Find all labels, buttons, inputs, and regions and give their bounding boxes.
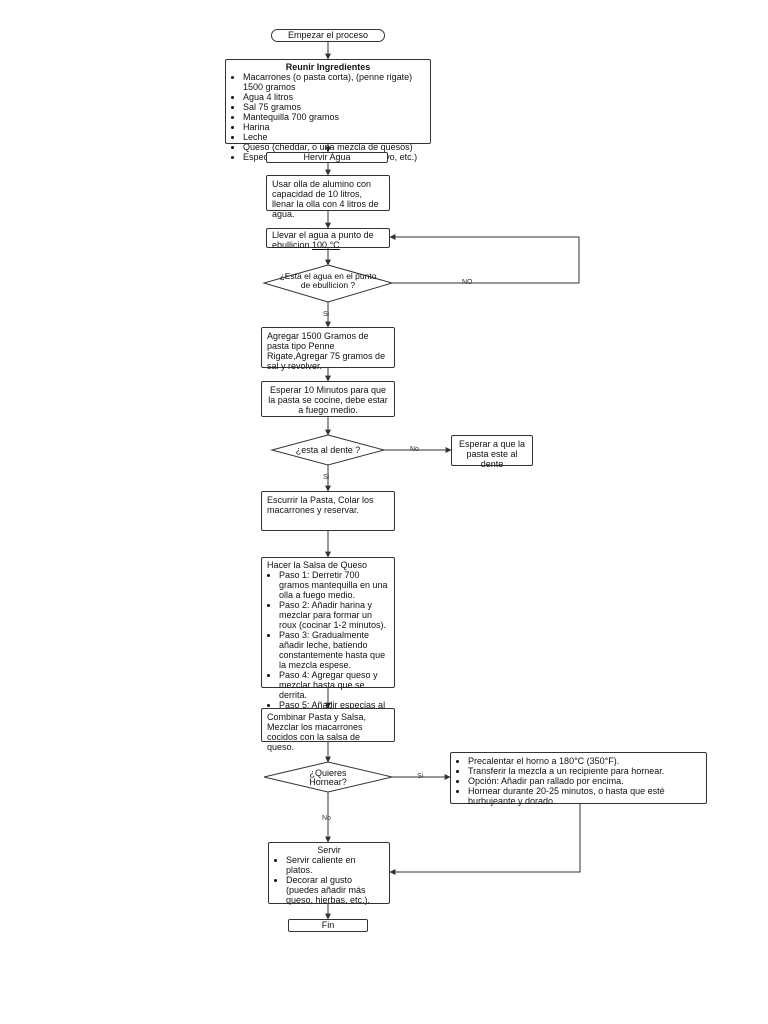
oven-steps-list: Precalentar el horno a 180°C (350°F). Tr…: [456, 756, 701, 806]
list-item: Macarrones (o pasta corta), (penne rigat…: [243, 72, 425, 92]
boil-water-box: Hervir Agua: [266, 152, 388, 163]
decision-diamond-dente: [270, 434, 386, 466]
list-item: Leche: [243, 132, 425, 142]
pot-box: Usar olla de alumino con capacidad de 10…: [266, 175, 390, 219]
list-item: Queso (cheddar, o una mezcla de quesos): [243, 142, 425, 152]
list-item: Hornear durante 20-25 minutos, o hasta q…: [468, 786, 701, 806]
wait-box: Esperar 10 Minutos para que la pasta se …: [261, 381, 395, 417]
ingredients-title: Reunir Ingredientes: [285, 62, 371, 72]
list-item: Harina: [243, 122, 425, 132]
list-item: Paso 1: Derretir 700 gramos mantequilla …: [279, 570, 389, 600]
end-node: Fin: [288, 919, 368, 932]
serve-list: Servir caliente en platos. Decorar al gu…: [274, 855, 384, 905]
list-item: Servir caliente en platos.: [286, 855, 384, 875]
add-pasta-box: Agregar 1500 Gramos de pasta tipo Penne …: [261, 327, 395, 371]
serve-box: Servir Servir caliente en platos. Decora…: [268, 842, 390, 905]
list-item: Paso 3: Gradualmente añadir leche, batie…: [279, 630, 389, 670]
sauce-title: Hacer la Salsa de Queso: [267, 560, 368, 570]
bring-boil-box: Llevar el agua a punto de ebullicion 100…: [266, 228, 390, 250]
decision-diamond-bake: [263, 761, 393, 793]
bring-boil-text: Llevar el agua a punto de ebullicion: [272, 230, 374, 250]
decision-diamond-boil: [262, 264, 394, 303]
edge-oven-serve: [389, 804, 581, 875]
list-item: Mantequilla 700 gramos: [243, 112, 425, 122]
list-item: Opción: Añadir pan rallado por encima.: [468, 776, 701, 786]
list-item: Sal 75 gramos: [243, 102, 425, 112]
start-node: Empezar el proceso: [271, 29, 385, 42]
drain-box: Escurrir la Pasta, Colar los macarrones …: [261, 491, 395, 531]
decision-boil-text: ¿Esta el agua en el punto de ebullicion …: [279, 271, 377, 290]
edge-label-no-bake: No: [322, 815, 331, 822]
edge-label-si-dente: Si: [323, 474, 330, 481]
temperature-value: 100 °C: [312, 240, 340, 250]
edge-label-no-boil: NO: [462, 279, 473, 286]
ingredients-list: Macarrones (o pasta corta), (penne rigat…: [231, 72, 425, 162]
sauce-steps-list: Paso 1: Derretir 700 gramos mantequilla …: [267, 570, 389, 720]
sauce-box: Hacer la Salsa de Queso Paso 1: Derretir…: [261, 557, 395, 720]
ingredients-box: Reunir Ingredientes Macarrones (o pasta …: [225, 59, 431, 162]
oven-box: Precalentar el horno a 180°C (350°F). Tr…: [450, 752, 707, 806]
combine-box: Combinar Pasta y Salsa, Mezclar los maca…: [261, 708, 395, 752]
list-item: Precalentar el horno a 180°C (350°F).: [468, 756, 701, 766]
edge-label-si-bake: Si: [417, 773, 424, 780]
decision-bake-text: ¿Quieres Hornear?: [309, 768, 347, 787]
edge-label-si-boil: Si: [323, 311, 330, 318]
list-item: Transferir la mezcla a un recipiente par…: [468, 766, 701, 776]
list-item: Agua 4 litros: [243, 92, 425, 102]
edge-no-boil-loop: [389, 234, 580, 284]
serve-title: Servir: [317, 845, 341, 855]
list-item: Paso 2: Añadir harina y mezclar para for…: [279, 600, 389, 630]
list-item: Paso 4: Agregar queso y mezclar hasta qu…: [279, 670, 389, 700]
wait-more-box: Esperar a que la pasta este al dente: [451, 435, 533, 469]
list-item: Decorar al gusto (puedes añadir más ques…: [286, 875, 384, 905]
decision-dente-text: ¿esta al dente ?: [295, 445, 361, 455]
edge-label-no-dente: No: [410, 446, 419, 453]
